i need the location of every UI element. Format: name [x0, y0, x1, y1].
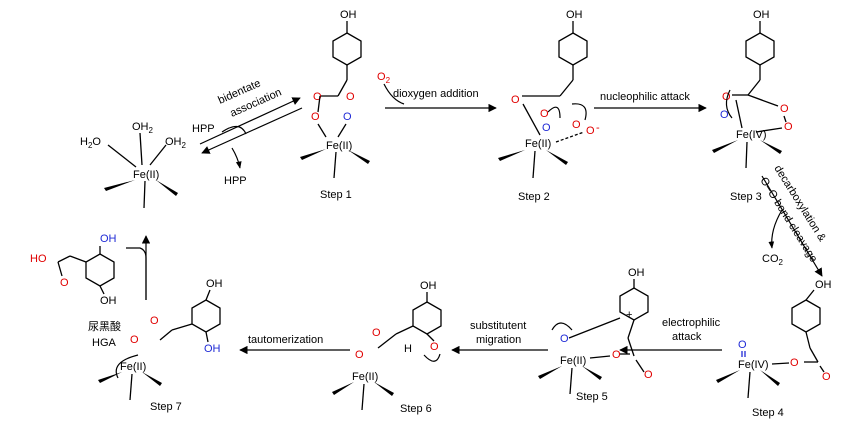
svg-text:O: O [355, 349, 364, 361]
svg-text:O: O [822, 371, 831, 383]
svg-text:O: O [311, 111, 320, 123]
svg-text:O: O [560, 333, 569, 345]
electrophilic-attack-arrow: electrophilic attack [619, 317, 722, 355]
svg-text:O: O [313, 91, 322, 103]
svg-text:O: O [720, 109, 729, 121]
svg-text:OH: OH [100, 295, 117, 307]
svg-text:O: O [644, 369, 653, 381]
bidentate-association-arrow: bidentate association HPP HPP [192, 77, 303, 187]
nucleophilic-attack-arrow: nucleophilic attack [594, 91, 707, 113]
step6-label: Step 6 [400, 403, 432, 415]
step5-label: Step 5 [576, 391, 608, 403]
svg-text:OH: OH [815, 279, 832, 291]
o2-label: O2 [377, 71, 391, 85]
fe-ii-step2: Fe(II) [525, 138, 551, 150]
fe-ii-step7: Fe(II) [120, 361, 146, 373]
svg-text:OH: OH [628, 267, 645, 279]
svg-text:HO: HO [30, 253, 47, 265]
step2-structure: OH O O O O O - Fe(II) Step 2 [498, 9, 600, 203]
step4-label: Step 4 [752, 407, 784, 419]
hga-release-arrow [126, 235, 151, 300]
fe-iv-step4: Fe(IV) [738, 359, 769, 371]
oh2-top-label: OH2 [132, 121, 154, 135]
fe-iv-step3: Fe(IV) [736, 129, 767, 141]
resting-fe-complex: OH2 H2O OH2 Fe(II) [80, 121, 187, 209]
svg-text:O: O [130, 334, 139, 346]
dioxygen-addition-arrow: O2 dioxygen addition [377, 71, 497, 113]
svg-text:OH: OH [753, 9, 770, 21]
hpp-out-label: HPP [224, 175, 247, 187]
oh2-right-label: OH2 [165, 136, 187, 150]
oh-label: OH [340, 9, 357, 21]
svg-text:O: O [430, 341, 439, 353]
hpp-in-label: HPP [192, 123, 215, 135]
step3-label: Step 3 [730, 191, 762, 203]
svg-text:O: O [150, 315, 159, 327]
svg-text:O: O [540, 108, 549, 120]
step7-structure: OH OH O O Fe(II) Step 7 尿黑酸 HGA [88, 278, 223, 413]
fe-ii-step1: Fe(II) [326, 140, 352, 152]
svg-text:O: O [542, 122, 551, 134]
step4-structure: OH O O O Fe(IV) Step 4 [716, 279, 832, 419]
svg-text:-: - [596, 122, 600, 134]
h2o-left-label: H2O [80, 136, 101, 150]
svg-text:OH: OH [206, 278, 223, 290]
electrophilic-label: electrophilic [662, 317, 721, 329]
svg-text:O: O [722, 91, 731, 103]
svg-text:O: O [511, 94, 520, 106]
step6-structure: OH O H O O Fe(II) Step 6 [332, 280, 442, 415]
step1-label: Step 1 [320, 189, 352, 201]
svg-text:O: O [346, 91, 355, 103]
svg-text:OH: OH [100, 233, 117, 245]
svg-text:OH: OH [204, 343, 221, 355]
svg-text:OH: OH [420, 280, 437, 292]
nucleophilic-label: nucleophilic attack [600, 91, 690, 103]
svg-text:O: O [738, 339, 747, 351]
migration-label: migration [476, 334, 521, 346]
svg-text:O: O [372, 327, 381, 339]
step2-label: Step 2 [518, 191, 550, 203]
svg-text:O: O [612, 349, 621, 361]
svg-text:O: O [572, 119, 581, 131]
step7-label: Step 7 [150, 401, 182, 413]
tautomerization-label: tautomerization [248, 334, 323, 346]
svg-text:OH: OH [566, 9, 583, 21]
svg-text:O: O [790, 357, 799, 369]
svg-text:O: O [343, 111, 352, 123]
svg-text:O: O [60, 277, 69, 289]
substituent-migration-arrow: substitutent migration [451, 320, 548, 355]
svg-text:O: O [586, 125, 595, 137]
dioxygen-label: dioxygen addition [393, 88, 479, 100]
step3-structure: OH O O O O Fe(IV) Step 3 [712, 9, 793, 203]
svg-text:+: + [626, 309, 632, 321]
step1-structure: OH O O O O Fe(II) Step 1 [300, 9, 370, 201]
fe-ii-step6: Fe(II) [352, 371, 378, 383]
decarboxylation-arrow: decarboxylation & O–O bond cleavage CO2 [757, 163, 828, 277]
hga-product: OH OH HO O [30, 233, 117, 307]
step5-structure: OH + O O O Fe(II) Step 5 [538, 267, 653, 403]
svg-text:H: H [404, 343, 412, 355]
tautomerization-arrow: tautomerization [239, 334, 350, 355]
svg-text:O: O [780, 103, 789, 115]
fe-ii-label-start: Fe(II) [133, 169, 159, 181]
hga-label: HGA [92, 337, 117, 349]
co2-label: CO2 [762, 253, 784, 267]
attack-label: attack [672, 331, 702, 343]
svg-text:O: O [784, 121, 793, 133]
substituent-label: substitutent [470, 320, 526, 332]
fe-ii-step5: Fe(II) [560, 355, 586, 367]
hga-chinese-label: 尿黑酸 [88, 319, 121, 333]
